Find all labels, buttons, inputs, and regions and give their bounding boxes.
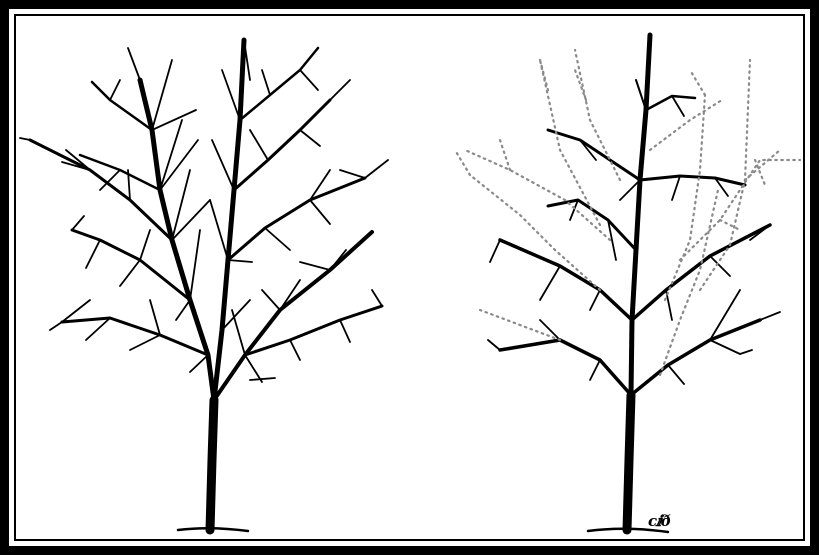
tree-before-pruning: [20, 40, 388, 531]
artist-signature: ⅽⅈð: [648, 512, 670, 530]
trunk: [627, 395, 631, 530]
tree-after-pruning: [455, 35, 800, 532]
central-leader: [631, 35, 650, 395]
trunk: [210, 400, 214, 530]
